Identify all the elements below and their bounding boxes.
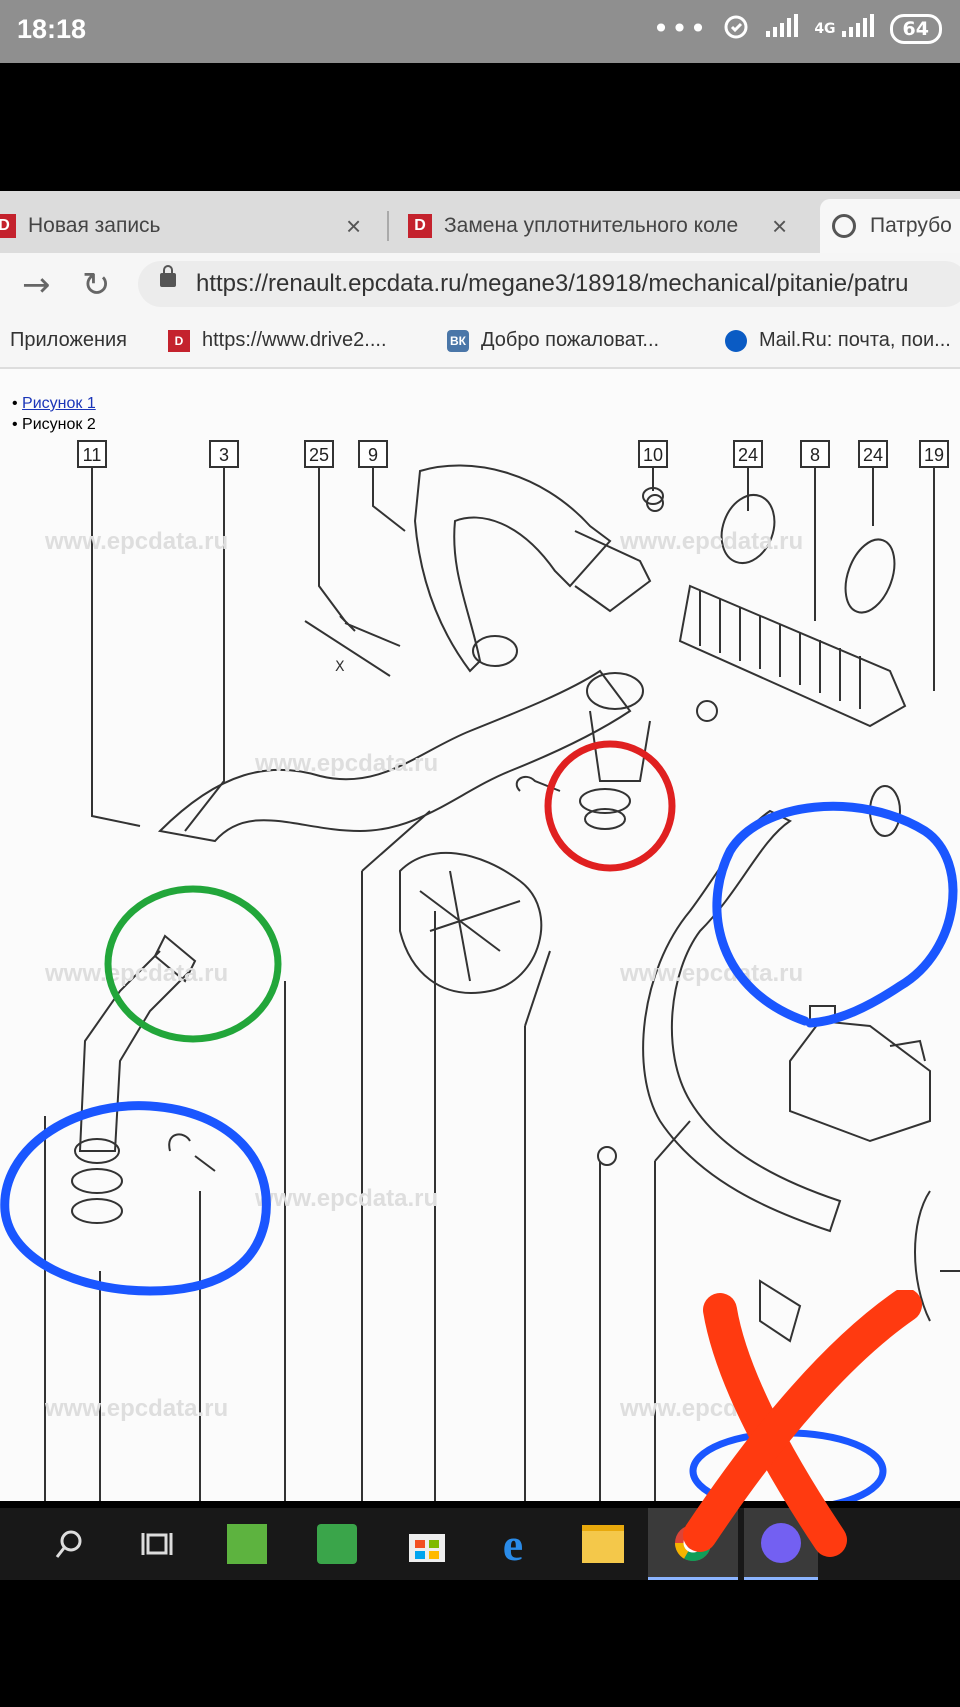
svg-text:19: 19	[924, 445, 944, 465]
task-view-icon[interactable]	[122, 1508, 192, 1580]
viber-icon[interactable]	[744, 1508, 818, 1580]
blue-circle-annotation-right	[712, 801, 958, 1028]
svg-text:24: 24	[738, 445, 758, 465]
bookmark-label: https://www.drive2....	[202, 329, 387, 351]
svg-text:8: 8	[810, 445, 820, 465]
drive2-favicon: D	[168, 329, 190, 352]
status-time: 18:18	[17, 14, 87, 44]
lock-icon	[160, 265, 176, 287]
network-type: 4G	[814, 21, 836, 37]
part-label: 9	[358, 440, 388, 468]
bookmarks-bar: Приложения D https://www.drive2.... ВК Д…	[0, 317, 960, 369]
part-label: 24	[733, 440, 763, 468]
bookmark-label: Добро пожаловат...	[481, 329, 660, 351]
address-bar-row: → ↻ https://renault.epcdata.ru/megane3/1…	[0, 253, 960, 317]
watermark: www.epcdata.ru	[44, 528, 228, 555]
bookmark-mailru[interactable]: Mail.Ru: почта, пои...	[725, 329, 951, 352]
bookmark-vk[interactable]: ВК Добро пожаловат...	[447, 329, 659, 352]
part-label: 25	[304, 440, 334, 468]
svg-text:25: 25	[309, 445, 329, 465]
close-icon[interactable]: ×	[772, 210, 788, 241]
bookmark-apps[interactable]: Приложения	[10, 329, 127, 352]
svg-text:10: 10	[643, 445, 663, 465]
watermark: www.epcdata.ru	[619, 960, 803, 987]
drive2-favicon: D	[408, 214, 432, 238]
figure-link-2[interactable]: • Рисунок 2	[12, 416, 96, 433]
watermark: www.epcdata.ru	[619, 528, 803, 555]
watermark: www.epcdata.ru	[254, 1185, 438, 1212]
url-text: https://renault.epcdata.ru/megane3/18918…	[196, 270, 909, 297]
cloud-app-icon[interactable]	[212, 1508, 282, 1580]
tab-pipe-active[interactable]: Патрубо	[820, 199, 960, 253]
tab-seal-replacement[interactable]: D Замена уплотнительного коле ×	[408, 199, 787, 253]
part-label: 3	[209, 440, 239, 468]
reload-icon[interactable]: ↻	[82, 265, 111, 305]
part-label: 8	[800, 440, 830, 468]
watermark: www.epcdata.ru	[44, 960, 228, 987]
part-label: 11	[77, 440, 107, 468]
photographed-screen: D Новая запись × D Замена уплотнительног…	[0, 191, 960, 1501]
store-icon[interactable]	[392, 1508, 462, 1580]
part-label: 10	[638, 440, 668, 468]
search-icon[interactable]	[35, 1508, 105, 1580]
part-label: 19	[919, 440, 949, 468]
url-input[interactable]: https://renault.epcdata.ru/megane3/18918…	[138, 261, 960, 307]
svg-text:9: 9	[368, 445, 378, 465]
battery-indicator: 64	[889, 14, 942, 44]
bookmark-label: Mail.Ru: почта, пои...	[759, 329, 951, 351]
mailru-icon	[725, 329, 747, 352]
bookmark-drive2[interactable]: D https://www.drive2....	[168, 329, 387, 352]
globe-icon	[832, 214, 856, 238]
tab-new-post[interactable]: D Новая запись ×	[0, 199, 361, 253]
status-bar: 18:18 ••• 4G 64	[0, 0, 960, 63]
signal-4g-icon	[840, 13, 876, 45]
alarm-icon	[722, 12, 750, 46]
forward-icon[interactable]: →	[22, 265, 51, 305]
explorer-icon[interactable]	[568, 1508, 638, 1580]
svg-text:24: 24	[863, 445, 883, 465]
more-notifications-icon: •••	[652, 12, 709, 45]
edge-icon[interactable]: e	[502, 1518, 524, 1570]
dimension-label: X	[335, 659, 345, 675]
svg-text:3: 3	[219, 445, 229, 465]
tab-label: Замена уплотнительного коле	[444, 214, 739, 237]
red-circle-annotation	[544, 740, 676, 872]
signal-icon	[764, 13, 800, 45]
tab-label: Новая запись	[28, 214, 161, 237]
drive2-favicon: D	[0, 214, 16, 238]
watermark: www.epcdata.ru	[44, 1395, 228, 1422]
cross-annotation	[683, 1290, 922, 1557]
close-icon[interactable]: ×	[346, 210, 362, 241]
bookmark-label: Приложения	[10, 329, 128, 351]
browser-tab-bar: D Новая запись × D Замена уплотнительног…	[0, 191, 960, 253]
tab-divider	[387, 211, 389, 241]
green-circle-annotation	[104, 885, 282, 1043]
figure-link-1[interactable]: • Рисунок 1	[12, 395, 96, 412]
watermark: www.epcdata.ru	[254, 750, 438, 777]
status-icons: ••• 4G 64	[653, 12, 942, 46]
figure-list: • Рисунок 1 • Рисунок 2	[12, 393, 96, 435]
blue-circle-annotation-left	[0, 1101, 271, 1296]
part-label: 24	[858, 440, 888, 468]
vk-favicon: ВК	[447, 329, 469, 352]
svg-text:11: 11	[83, 445, 102, 465]
notes-app-icon[interactable]	[302, 1508, 372, 1580]
tab-label: Патрубо	[870, 214, 952, 237]
